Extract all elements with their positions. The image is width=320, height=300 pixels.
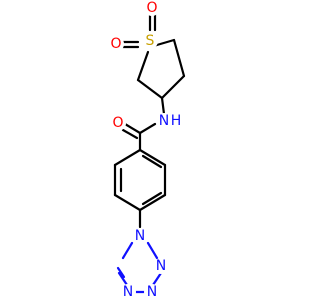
bond-tz-6 <box>116 266 126 279</box>
bond-ring-4 <box>138 193 167 212</box>
oxygen-left: O <box>108 36 124 52</box>
tetrazole-n-bottom-left: N <box>120 284 136 300</box>
bond-c-o-amide <box>123 122 142 135</box>
bonds <box>113 10 186 294</box>
atom-label-h1: H <box>171 113 182 129</box>
atom-label-n5: N <box>147 284 157 300</box>
tetrazole-n-bottom-right: N <box>144 284 160 300</box>
bond-ring-inner-3 <box>141 154 163 169</box>
atom-label-o3: O <box>112 115 123 131</box>
atom-label-o1: O <box>146 0 157 16</box>
tetrazole-n-right: N <box>153 258 169 274</box>
atom-label-s1: S <box>146 33 155 49</box>
bond-c4-c5 <box>136 78 164 100</box>
bond-ring-3 <box>113 193 142 212</box>
oxygen-amide: O <box>110 115 126 131</box>
atom-label-n1: N <box>159 113 169 129</box>
atom-label-n3: N <box>156 258 166 274</box>
atom-label-n2: N <box>135 228 145 244</box>
bond-n-camide <box>138 122 157 135</box>
atom-labels: O S O O N H N N N <box>108 0 181 300</box>
bond-c3-c4 <box>160 74 186 100</box>
bond-tz-1 <box>121 241 134 260</box>
bond-c-o-amide-2 <box>121 128 139 140</box>
tetrazole-n1: N <box>132 228 148 244</box>
sulfur: S <box>142 33 158 49</box>
bond-ring-6 <box>138 148 167 167</box>
bond-tz-2 <box>146 241 159 260</box>
atom-label-o2: O <box>110 36 121 52</box>
molecule-structure: O S O O N H N N N <box>108 0 186 300</box>
bond-c2-c3 <box>172 38 186 78</box>
bond-ring-inner-2 <box>141 191 163 206</box>
amide-nitrogen: N H <box>156 113 181 129</box>
bond-ring-1 <box>113 148 142 167</box>
atom-label-n4: N <box>123 284 133 300</box>
oxygen-top: O <box>144 0 160 16</box>
bond-c3-n <box>160 96 166 116</box>
bond-c5-s <box>136 50 150 82</box>
